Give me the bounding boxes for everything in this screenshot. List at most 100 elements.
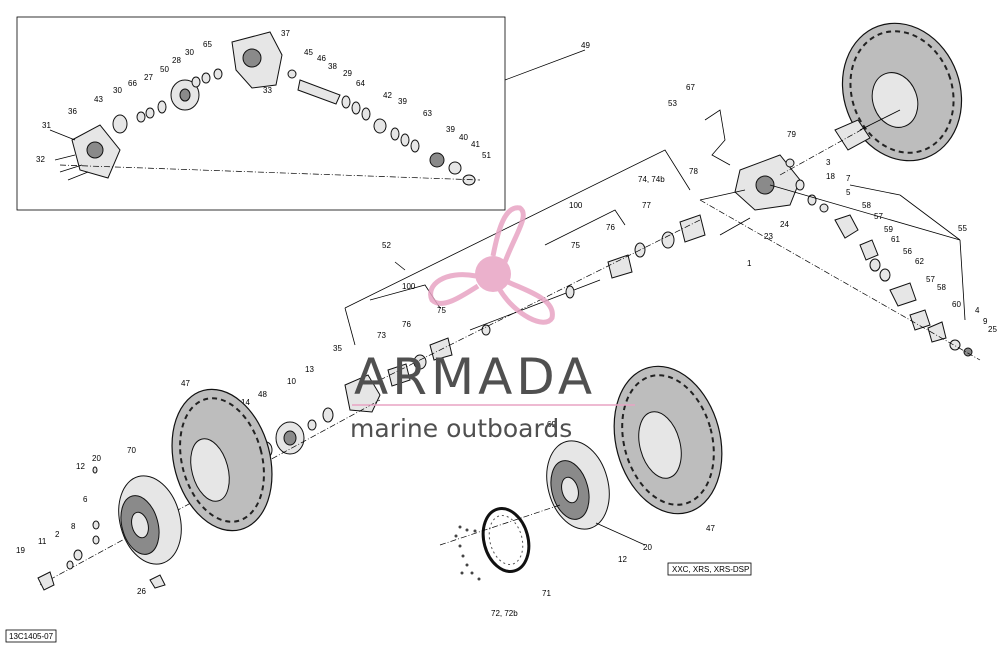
- rear-differential: [699, 109, 973, 357]
- callout-58: 58: [862, 201, 871, 210]
- callout-69: 69: [547, 420, 556, 429]
- callout-73: 73: [377, 331, 386, 340]
- watermark-brand: ARMADA: [354, 348, 596, 406]
- callout-31: 31: [42, 121, 51, 130]
- callout-38: 38: [328, 62, 337, 71]
- callout-18: 18: [826, 172, 835, 181]
- callout-58: 58: [937, 283, 946, 292]
- callout-41: 41: [471, 140, 480, 149]
- callout-14: 14: [241, 398, 250, 407]
- callout-32: 32: [36, 155, 45, 164]
- callout-6: 6: [83, 495, 88, 504]
- callout-33: 33: [263, 86, 272, 95]
- callout-49: 49: [581, 41, 590, 50]
- callout-47: 47: [706, 524, 715, 533]
- lug-hardware-left: [37, 466, 166, 591]
- callout-24: 24: [780, 220, 789, 229]
- callout-42: 42: [383, 91, 392, 100]
- callout-76: 76: [402, 320, 411, 329]
- callout-11: 11: [38, 537, 47, 546]
- callout-63: 63: [423, 109, 432, 118]
- callout-8: 8: [71, 522, 76, 531]
- callout-13: 13: [305, 365, 314, 374]
- callout-12: 12: [618, 555, 627, 564]
- callout-76: 76: [606, 223, 615, 232]
- beadlock-ring: [481, 507, 531, 573]
- callout-10: 10: [287, 377, 296, 386]
- callout-47: 47: [181, 379, 190, 388]
- callout-27: 27: [144, 73, 153, 82]
- callout-3: 3: [826, 158, 831, 167]
- callout-66: 66: [128, 79, 137, 88]
- callout-71: 71: [542, 589, 551, 598]
- callout-25: 25: [988, 325, 997, 334]
- callout-62: 62: [915, 257, 924, 266]
- callout-1: 1: [747, 259, 752, 268]
- callout-55: 55: [958, 224, 967, 233]
- right-rim: [546, 440, 610, 530]
- callout-37: 37: [281, 29, 290, 38]
- right-tire: [613, 365, 723, 515]
- callout-9: 9: [983, 317, 988, 326]
- callout-40: 40: [459, 133, 468, 142]
- callout-30: 30: [113, 86, 122, 95]
- callout-59: 59: [884, 225, 893, 234]
- diagram-code-box: [5, 629, 57, 643]
- left-tire: [171, 388, 273, 532]
- inset-parts: [49, 31, 476, 186]
- model-label-box: [667, 562, 752, 576]
- callout-50: 50: [160, 65, 169, 74]
- callout-26: 26: [137, 587, 146, 596]
- callout-7: 7: [846, 174, 851, 183]
- callout-70: 70: [127, 446, 136, 455]
- armada-logo: [428, 205, 555, 325]
- callout-56: 56: [903, 247, 912, 256]
- callout-75: 75: [437, 306, 446, 315]
- callout-64: 64: [356, 79, 365, 88]
- callout-48: 48: [258, 390, 267, 399]
- callout-36: 36: [68, 107, 77, 116]
- hub-assembly: [259, 374, 381, 459]
- callout-72-72b: 72, 72b: [491, 609, 518, 618]
- callout-5: 5: [846, 188, 851, 197]
- callout-100: 100: [569, 201, 583, 210]
- callout-20: 20: [643, 543, 652, 552]
- diagram-code: 13C1405-07: [9, 632, 54, 641]
- callout-12: 12: [76, 462, 85, 471]
- callout-23: 23: [764, 232, 773, 241]
- callout-60: 60: [952, 300, 961, 309]
- detail-inset-box: [16, 16, 506, 211]
- callout-19: 19: [16, 546, 25, 555]
- callout-75: 75: [571, 241, 580, 250]
- callout-100: 100: [402, 282, 416, 291]
- model-label: XXC, XRS, XRS-DSP: [672, 565, 749, 574]
- callout-61: 61: [891, 235, 900, 244]
- callout-30: 30: [185, 48, 194, 57]
- callout-28: 28: [172, 56, 181, 65]
- callout-77: 77: [642, 201, 651, 210]
- callout-65: 65: [203, 40, 212, 49]
- callout-4: 4: [975, 306, 980, 315]
- callout-78: 78: [689, 167, 698, 176]
- callout-57: 57: [874, 212, 883, 221]
- left-rim: [118, 475, 182, 565]
- callout-51: 51: [482, 151, 491, 160]
- callout-2: 2: [55, 530, 60, 539]
- callout-67: 67: [686, 83, 695, 92]
- callout-20: 20: [92, 454, 101, 463]
- callout-74-74b: 74, 74b: [638, 175, 665, 184]
- rear-right-wheel: [841, 22, 963, 162]
- callout-39: 39: [446, 125, 455, 134]
- callout-53: 53: [668, 99, 677, 108]
- beadlock-bolts: [454, 525, 481, 581]
- callout-46: 46: [317, 54, 326, 63]
- callout-45: 45: [304, 48, 313, 57]
- callout-79: 79: [787, 130, 796, 139]
- callout-52: 52: [382, 241, 391, 250]
- watermark-tagline: marine outboards: [350, 414, 572, 443]
- callout-29: 29: [343, 69, 352, 78]
- callout-57: 57: [926, 275, 935, 284]
- callout-39: 39: [398, 97, 407, 106]
- callout-35: 35: [333, 344, 342, 353]
